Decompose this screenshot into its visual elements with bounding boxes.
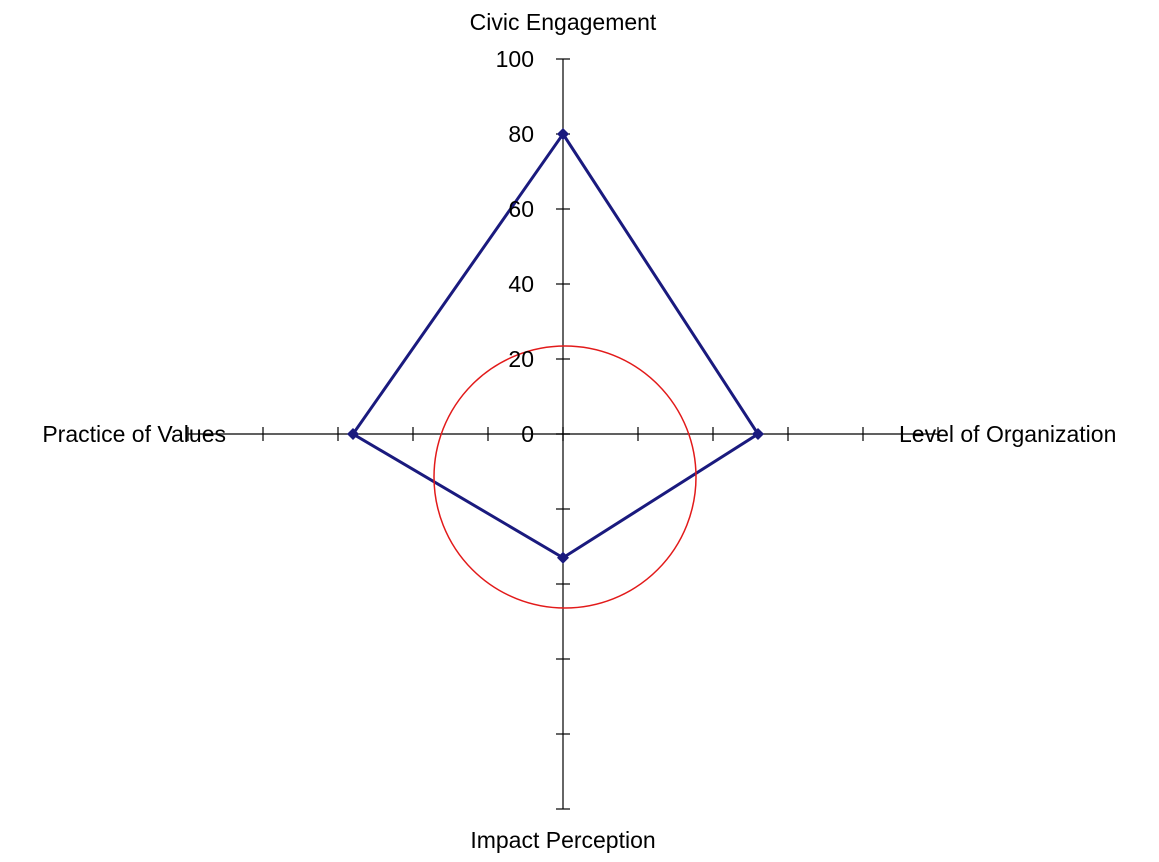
data-point-civic-engagement: [557, 128, 569, 140]
axes-layer: [188, 59, 938, 809]
tick-label-100: 100: [496, 46, 534, 72]
axis-title-impact-perception: Impact Perception: [470, 827, 655, 853]
highlight-circle: [433, 345, 697, 609]
overlay-layer: [433, 345, 697, 609]
axis-title-level-of-organization: Level of Organization: [899, 421, 1116, 447]
axis-title-practice-of-values: Practice of Values: [42, 421, 226, 447]
tick-label-80: 80: [508, 121, 534, 147]
tick-label-60: 60: [508, 196, 534, 222]
tick-label-0: 0: [521, 421, 534, 447]
data-point-impact-perception: [557, 551, 569, 564]
axis-title-civic-engagement: Civic Engagement: [470, 9, 657, 35]
labels-layer: Civic Engagement Level of Organization I…: [42, 9, 1116, 853]
tick-label-20: 20: [508, 346, 534, 372]
tick-label-40: 40: [508, 271, 534, 297]
series-layer: [347, 128, 764, 564]
data-point-level-of-organization: [752, 428, 764, 440]
ticks-layer: [187, 58, 939, 810]
data-point-practice-of-values: [347, 428, 359, 440]
